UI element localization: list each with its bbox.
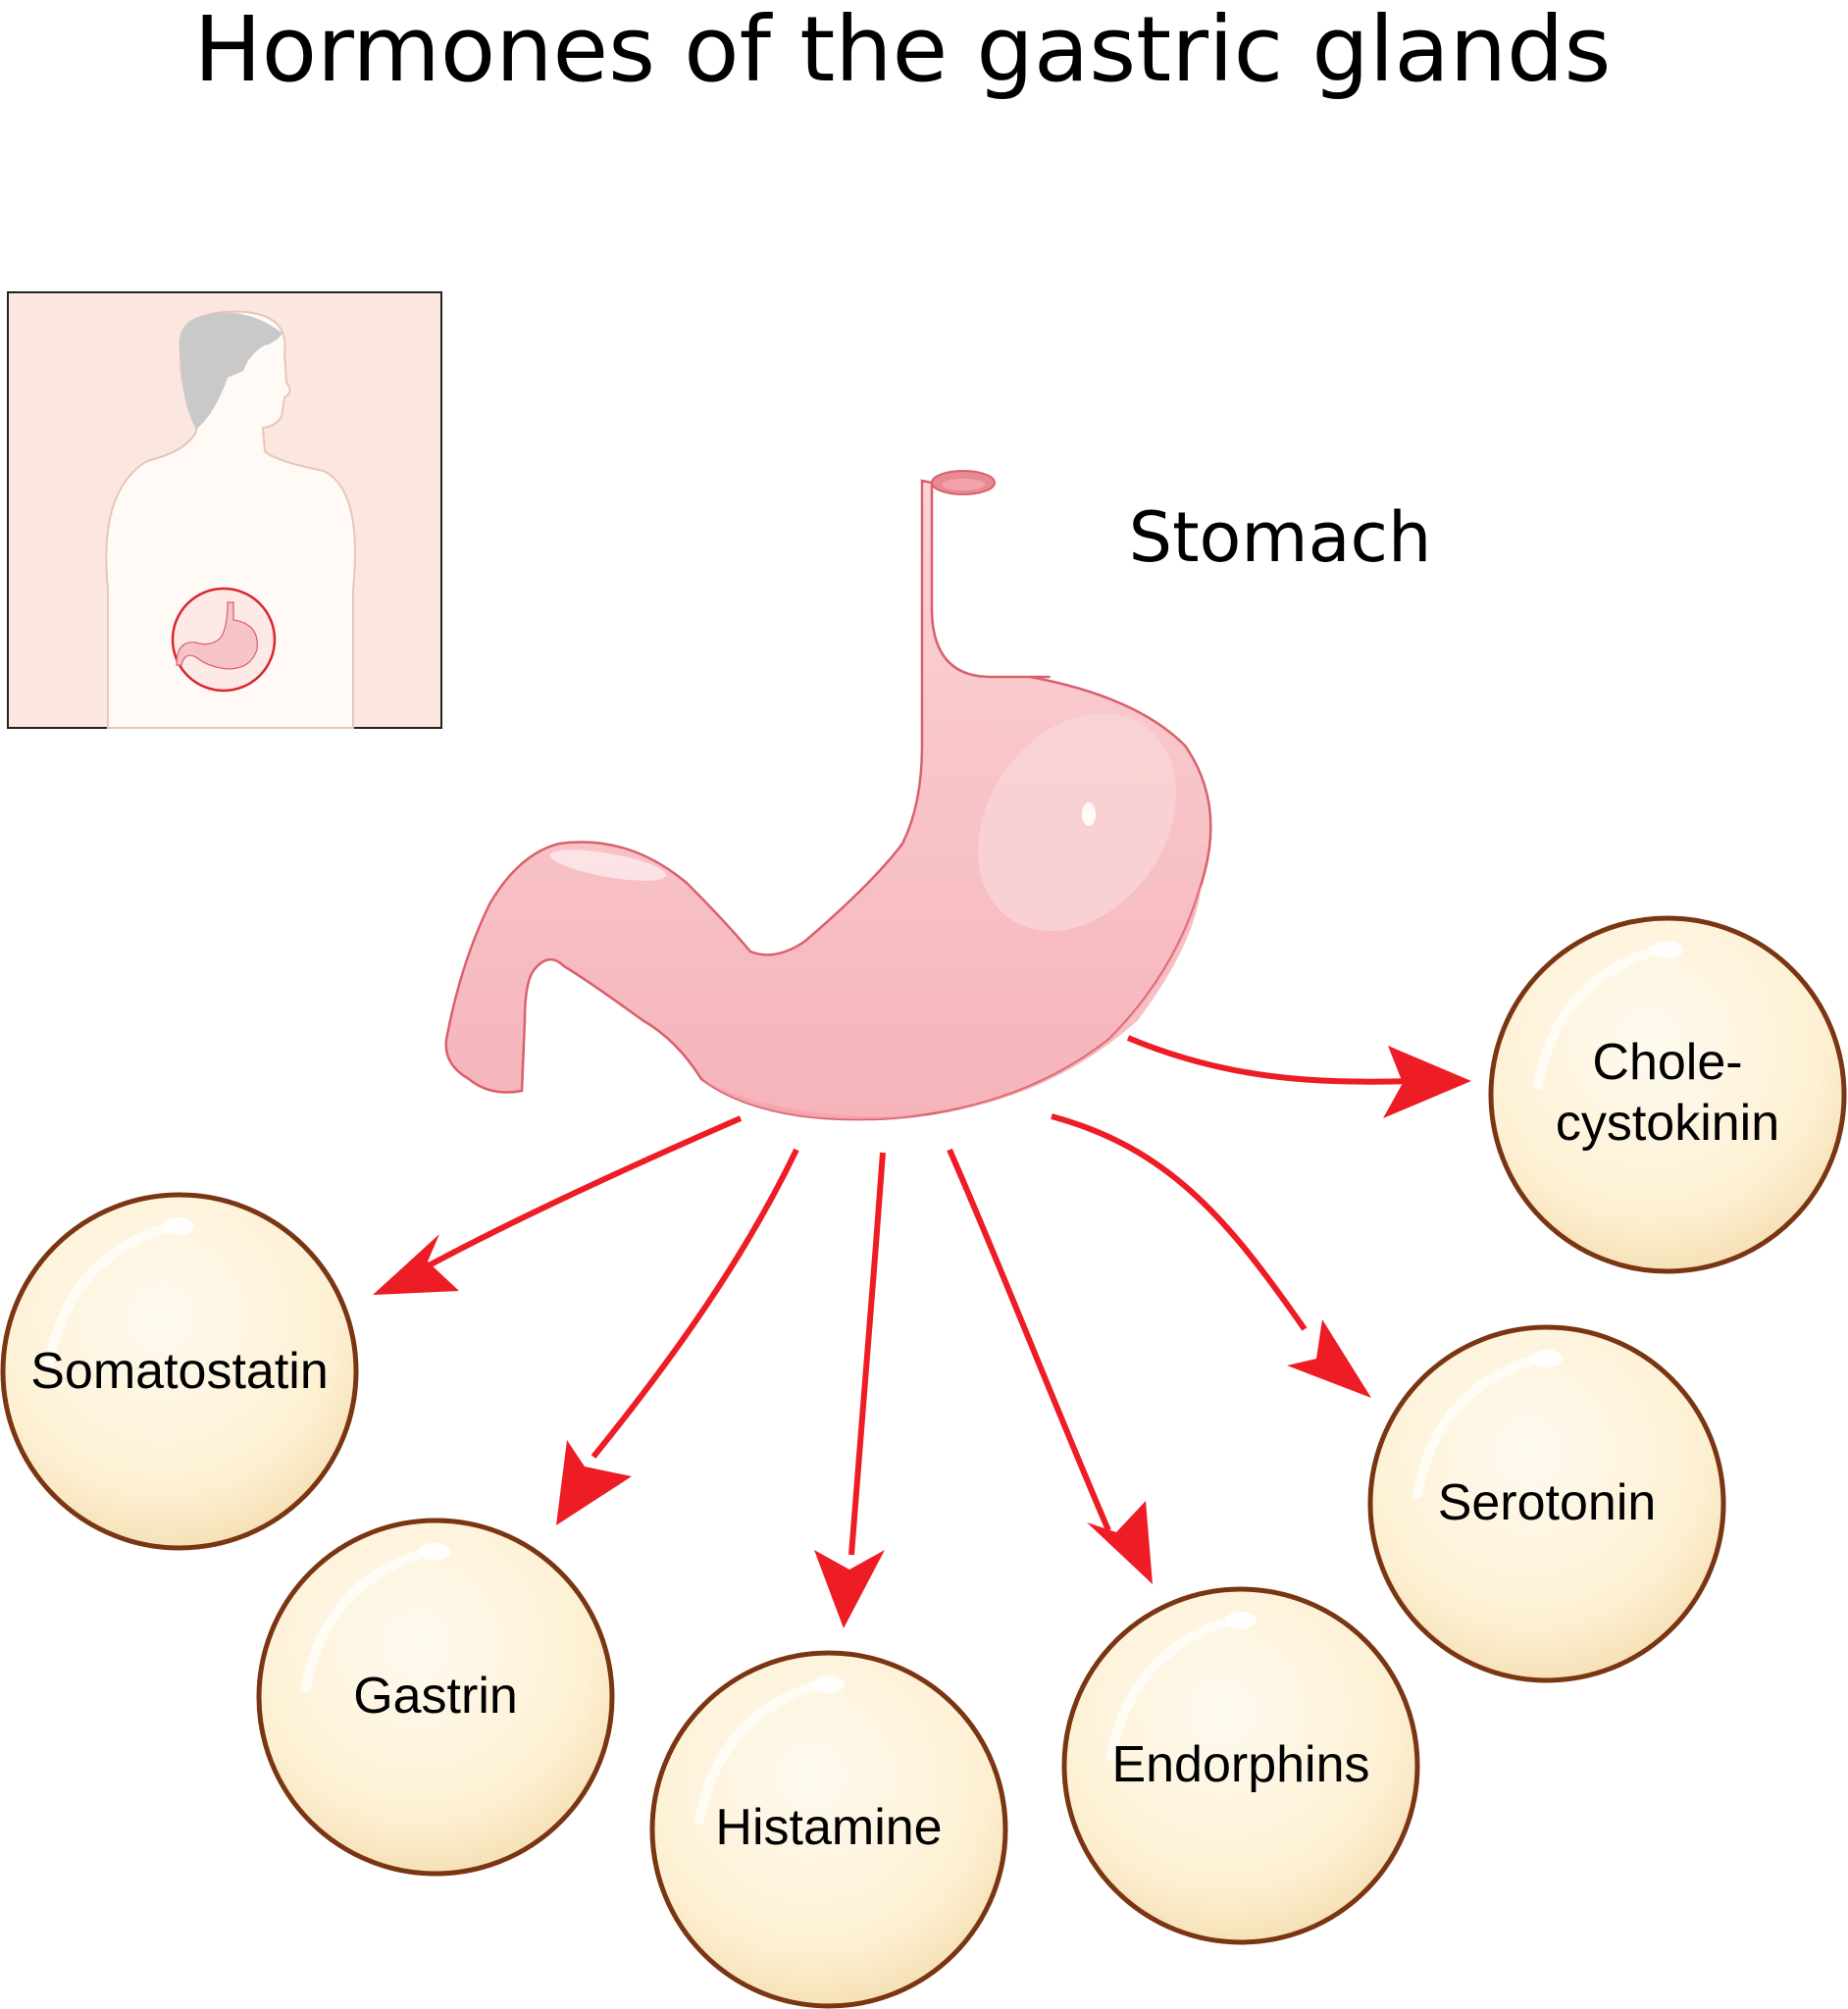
- arrow-to-cholecystokinin: [1126, 1035, 1413, 1085]
- arrows: [373, 1035, 1471, 1628]
- hormone-label-cholecystokinin-line2: cystokinin: [1556, 1095, 1779, 1152]
- hormone-label-histamine: Histamine: [715, 1799, 942, 1856]
- hormone-label-gastrin: Gastrin: [353, 1668, 518, 1725]
- hormone-label-endorphins: Endorphins: [1111, 1736, 1369, 1793]
- hormone-label-serotonin: Serotonin: [1438, 1474, 1657, 1531]
- body-inset: [7, 291, 442, 729]
- arrow-head-serotonin: [1287, 1319, 1371, 1398]
- hormone-bubble-gastrin: Gastrin: [256, 1518, 615, 1877]
- arrow-head-histamine: [814, 1550, 885, 1628]
- diagram-title: Hormones of the gastric glands: [194, 0, 1612, 102]
- arrow-to-endorphins: [947, 1148, 1111, 1532]
- arrow-to-gastrin: [590, 1148, 799, 1459]
- hormone-bubble-endorphins: Endorphins: [1061, 1586, 1420, 1945]
- arrow-to-somatostatin: [418, 1115, 743, 1273]
- stomach-icon: [444, 470, 1212, 1121]
- human-torso-with-stomach-icon: [105, 310, 356, 729]
- hormone-bubble-histamine: Histamine: [649, 1650, 1008, 2009]
- hormone-label-somatostatin: Somatostatin: [30, 1343, 329, 1400]
- hormone-bubble-cholecystokinin: Chole- cystokinin: [1488, 915, 1847, 1274]
- hormone-bubble-somatostatin: Somatostatin: [0, 1192, 359, 1551]
- arrow-head-somatostatin: [373, 1234, 459, 1295]
- hormone-bubble-serotonin: Serotonin: [1367, 1324, 1726, 1683]
- arrow-to-histamine: [848, 1152, 886, 1556]
- arrow-head-gastrin: [556, 1440, 632, 1525]
- arrow-to-serotonin: [1051, 1113, 1308, 1331]
- hormone-bubbles: Somatostatin Gastrin Histamine Endorphin…: [0, 915, 1847, 2009]
- arrow-head-cholecystokinin: [1383, 1046, 1471, 1118]
- arrow-head-endorphins: [1087, 1501, 1153, 1584]
- stomach-label: Stomach: [1129, 497, 1432, 578]
- hormone-label-cholecystokinin-line1: Chole-: [1592, 1034, 1742, 1091]
